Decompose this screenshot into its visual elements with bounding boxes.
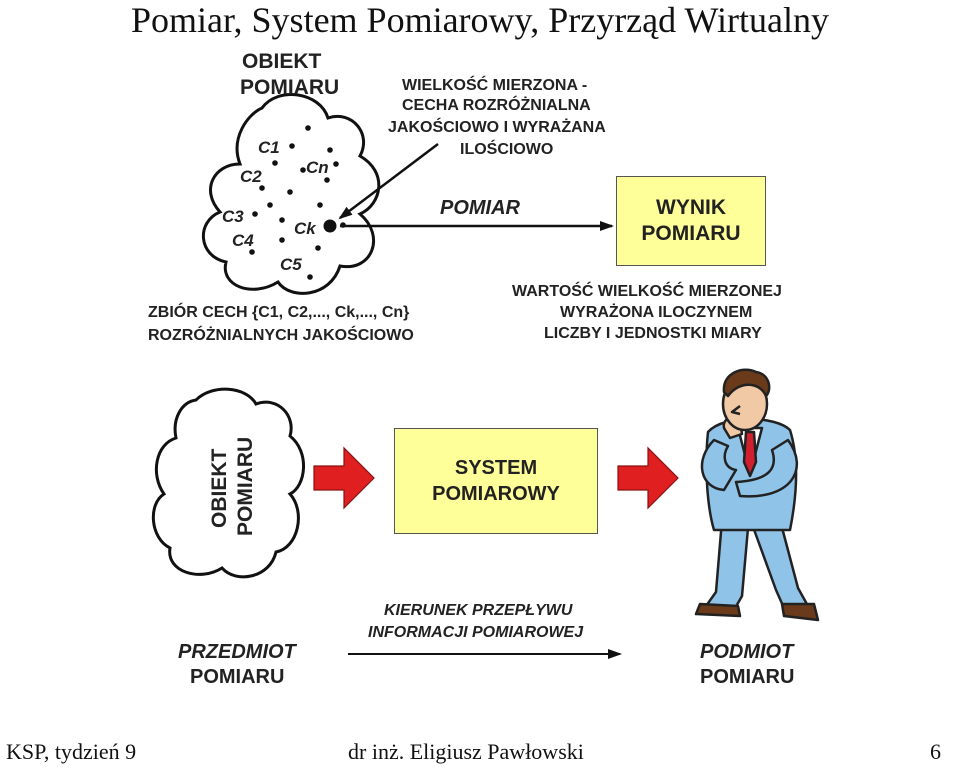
object-label-line2: POMIARU [240,76,339,99]
quantity-pointer-arrow [338,143,439,220]
subject-right-line2: POMIARU [700,666,794,688]
value-desc-line3: LICZBY I JEDNOSTKI MIARY [544,325,762,342]
point-label-c3: C3 [222,207,244,226]
point-label-c1: C1 [258,138,280,157]
flow-label-line2: INFORMACJI POMIAROWEJ [368,624,584,641]
svg-text:CECHA ROZRÓŻNIALNA: CECHA ROZRÓŻNIALNA [402,95,591,114]
measured-quantity-text: WIELKOŚĆ MIERZONA - CECHA ROZRÓŻNIALNA J… [388,75,606,158]
object-cloud-bottom [151,387,305,579]
object-label-line1: OBIEKT [242,50,322,73]
cloud-label-line2: POMIARU [234,437,257,536]
cloud-label-line1: OBIEKT [208,448,231,528]
thinking-man-icon [694,368,820,622]
feature-dots [249,125,346,280]
result-box: WYNIK POMIARU [616,176,766,266]
feature-labels: C1 C2 C3 C4 C5 Cn Ck [222,138,329,274]
system-box: SYSTEM POMIAROWY [394,428,598,534]
result-box-line2: POMIARU [641,222,741,245]
point-label-c5: C5 [280,255,302,274]
svg-text:WIELKOŚĆ MIERZONA -: WIELKOŚĆ MIERZONA - [402,75,587,94]
feature-set-line2: ROZRÓŻNIALNYCH JAKOŚCIOWO [148,325,414,344]
result-box-line1: WYNIK [656,196,726,219]
point-label-c2: C2 [240,167,262,186]
value-desc-line2: WYRAŻONA ILOCZYNEM [560,303,752,321]
page-title: Pomiar, System Pomiarowy, Przyrząd Wirtu… [130,0,829,40]
point-label-cn: Cn [306,158,329,177]
red-arrow-right [617,446,679,510]
subject-left-line2: POMIARU [190,666,284,688]
subject-right-line1: PODMIOT [700,641,795,663]
point-label-c4: C4 [232,231,254,250]
system-box-line2: POMIAROWY [432,483,560,505]
flow-label-line1: KIERUNEK PRZEPŁYWU [384,602,573,619]
point-label-ck: Ck [294,219,317,238]
feature-set-line1: ZBIÓR CECH {C1, C2,..., Ck,..., Cn} [148,302,409,321]
value-desc-line1: WARTOŚĆ WIELKOŚĆ MIERZONEJ [512,281,782,300]
svg-text:JAKOŚCIOWO I WYRAŻANA: JAKOŚCIOWO I WYRAŻANA [388,117,606,136]
footer-page-number: 6 [930,739,941,764]
footer-course: KSP, tydzień 9 [6,739,137,764]
red-arrow-left [313,446,375,510]
footer-author: dr inż. Eligiusz Pawłowski [348,739,584,764]
system-box-line1: SYSTEM [454,457,538,479]
subject-left-line1: PRZEDMIOT [178,641,298,663]
svg-text:ILOŚCIOWO: ILOŚCIOWO [460,139,553,158]
process-label: POMIAR [440,197,521,219]
